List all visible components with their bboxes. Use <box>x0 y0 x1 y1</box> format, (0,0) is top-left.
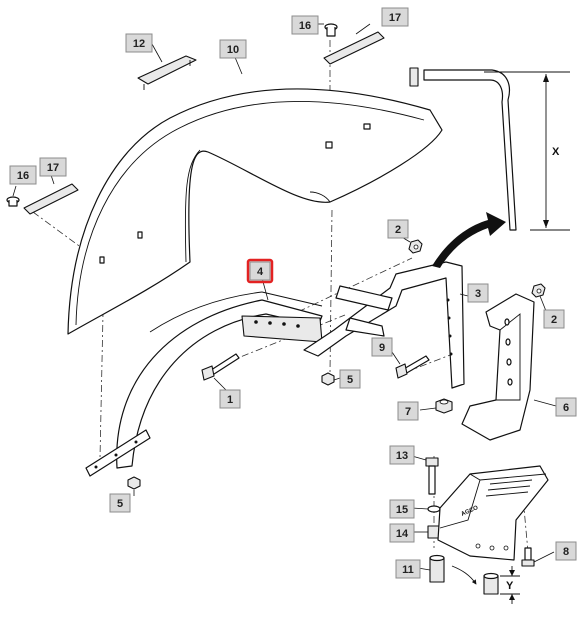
callout-2-right-text: 2 <box>551 314 557 326</box>
callout-17-top-text: 17 <box>389 12 401 24</box>
callout-15-text: 15 <box>396 504 408 516</box>
callout-2-upper: 2 <box>387 219 409 239</box>
callout-6-text: 6 <box>563 402 569 414</box>
mount-bracket <box>437 465 549 561</box>
callout-9: 9 <box>371 337 393 357</box>
callout-1: 1 <box>219 389 241 409</box>
nut-5a <box>321 372 335 386</box>
washer-15 <box>427 505 441 513</box>
bracket-3 <box>303 261 465 389</box>
roller-11-dimensioned <box>483 572 499 595</box>
callout-3-text: 3 <box>475 288 481 300</box>
callout-3: 3 <box>467 283 489 303</box>
dimension-y <box>500 566 520 604</box>
bolt-13 <box>425 457 439 495</box>
callout-10-text: 10 <box>227 44 239 56</box>
callout-5-upper-text: 5 <box>347 374 353 386</box>
callout-17-left-text: 17 <box>47 162 59 174</box>
clip-16-17-top <box>323 23 385 65</box>
callout-5-upper: 5 <box>339 369 361 389</box>
bolt-9 <box>395 355 430 379</box>
callout-9-text: 9 <box>379 342 385 354</box>
support-rod <box>409 67 517 231</box>
dimension-y-label: Y <box>506 580 514 592</box>
callout-16-top-text: 16 <box>299 20 311 32</box>
callout-4-highlight-frame <box>246 258 274 284</box>
nut-5b <box>127 476 141 490</box>
callout-15: 15 <box>389 499 415 519</box>
callout-13: 13 <box>389 445 415 465</box>
roller-11 <box>429 554 445 583</box>
callout-17-left: 17 <box>39 157 67 177</box>
callout-5-lower-text: 5 <box>117 498 123 510</box>
callout-10: 10 <box>219 39 247 59</box>
nut-7 <box>435 398 453 414</box>
callout-7-text: 7 <box>405 406 411 418</box>
bolt-8 <box>521 547 535 567</box>
assembly-direction-arrow <box>432 212 506 268</box>
callout-14: 14 <box>389 523 415 543</box>
callout-2-right: 2 <box>543 309 565 329</box>
callout-2-upper-text: 2 <box>395 224 401 236</box>
fender-shell <box>67 88 443 335</box>
nut-2b <box>531 283 546 298</box>
callout-16-top: 16 <box>291 15 319 35</box>
callout-6: 6 <box>555 397 577 417</box>
callout-16-left: 16 <box>9 165 37 185</box>
callout-11: 11 <box>395 559 421 579</box>
callout-7: 7 <box>397 401 419 421</box>
nut-2a <box>408 239 423 254</box>
bracket-12 <box>137 55 197 90</box>
leader-lines <box>12 23 557 571</box>
clip-16-17-left <box>6 183 79 215</box>
bolt-1 <box>201 353 240 381</box>
dimension-x <box>484 71 570 231</box>
callout-13-text: 13 <box>396 450 408 462</box>
callout-8: 8 <box>555 541 577 561</box>
callout-4-highlighted: 4 <box>246 258 274 284</box>
dimension-x-label: X <box>552 146 560 158</box>
callout-4-text: 4 <box>257 266 264 278</box>
callout-17-top: 17 <box>381 7 409 27</box>
callout-12: 12 <box>125 33 153 53</box>
fender-arch-4 <box>85 291 323 477</box>
callout-5-lower: 5 <box>109 493 131 513</box>
callout-16-left-text: 16 <box>17 170 29 182</box>
bracket-6 <box>461 293 535 441</box>
callout-14-text: 14 <box>396 528 409 540</box>
callout-1-text: 1 <box>227 394 233 406</box>
callout-12-text: 12 <box>133 38 145 50</box>
callout-11-text: 11 <box>402 564 414 576</box>
callout-8-text: 8 <box>563 546 569 558</box>
